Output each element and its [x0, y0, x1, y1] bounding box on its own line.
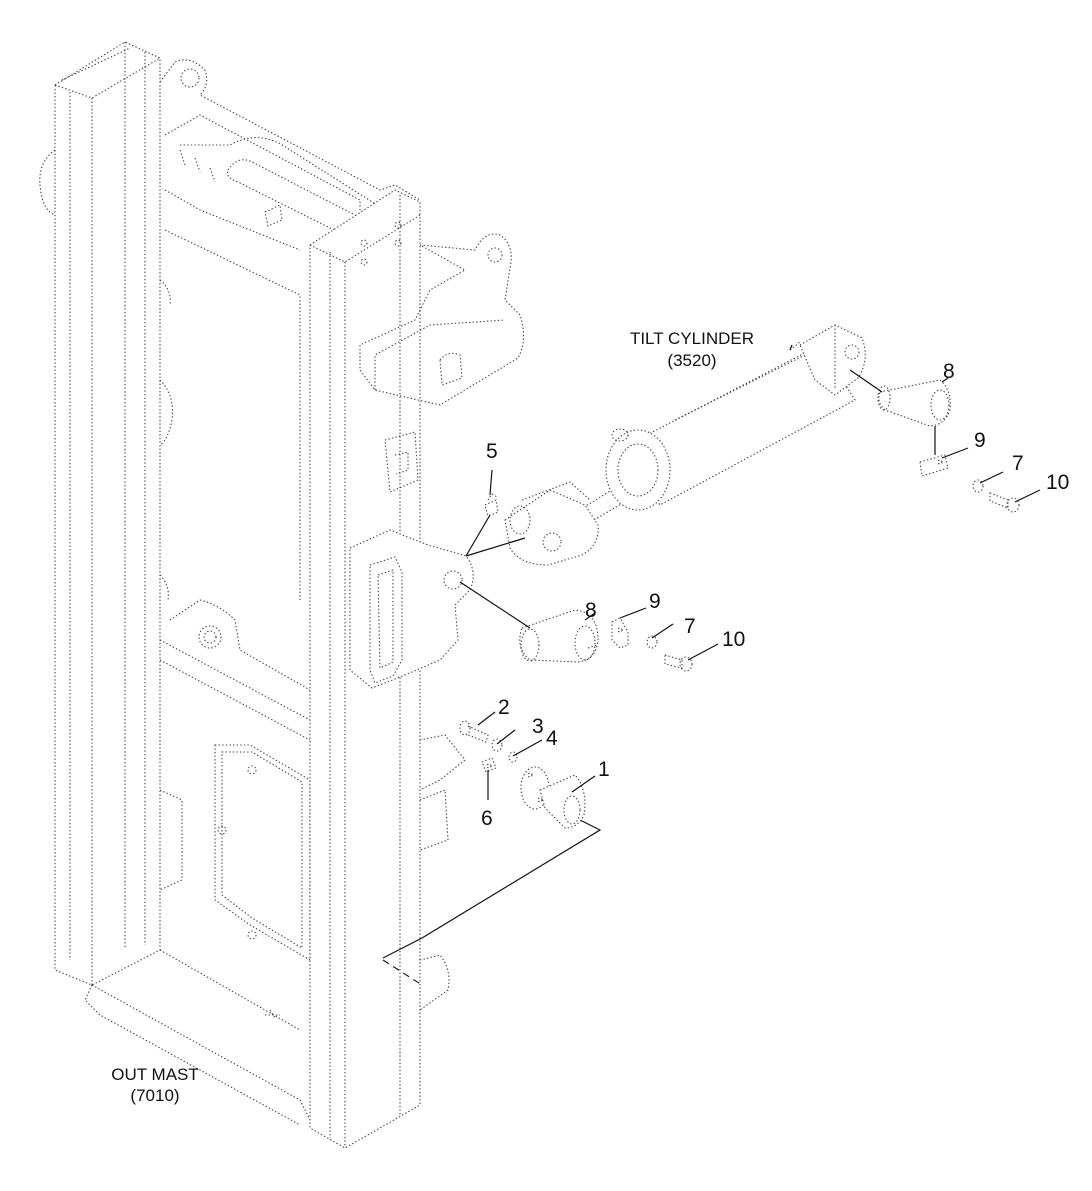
- callout-7-lower: 7: [684, 615, 696, 638]
- callout-2: 2: [498, 696, 510, 719]
- bolt-upper: [989, 492, 1020, 513]
- grease-nipple: [484, 493, 499, 517]
- pivot-pin: [520, 766, 586, 829]
- hidden-pin-path: [382, 959, 423, 986]
- tilt-cylinder-label: TILT CYLINDER: [630, 329, 754, 348]
- lock-plate-upper: [919, 454, 949, 477]
- washer-lower: [646, 635, 658, 649]
- callout-8-lower: 8: [585, 599, 597, 622]
- bolt-lower: [664, 654, 693, 672]
- tilt-cylinder-code: (3520): [667, 351, 716, 370]
- callout-3: 3: [532, 715, 544, 738]
- washer-3: [491, 738, 503, 752]
- out-mast-code: (7010): [130, 1086, 179, 1105]
- callout-1: 1: [598, 758, 610, 781]
- callout-7-upper: 7: [1012, 452, 1024, 475]
- callout-9-lower: 9: [649, 590, 661, 613]
- callout-5: 5: [486, 440, 498, 463]
- pin-upper: [877, 379, 951, 427]
- pin-lower: [519, 609, 599, 663]
- callout-4: 4: [546, 727, 558, 750]
- lock-plate-lower: [611, 617, 629, 649]
- callout-6: 6: [481, 807, 493, 830]
- tilt-cylinder: [504, 324, 866, 566]
- callout-9-upper: 9: [974, 429, 986, 452]
- out-mast-label: OUT MAST: [111, 1065, 199, 1084]
- washer-4: [508, 751, 518, 763]
- bolt-2: [459, 720, 489, 743]
- callout-10-upper: 10: [1046, 471, 1069, 494]
- nut-6: [481, 757, 497, 773]
- callout-10-lower: 10: [722, 628, 745, 651]
- outer-mast: [39, 41, 525, 1149]
- callout-8-upper: 8: [943, 360, 955, 383]
- washer-upper: [972, 479, 984, 493]
